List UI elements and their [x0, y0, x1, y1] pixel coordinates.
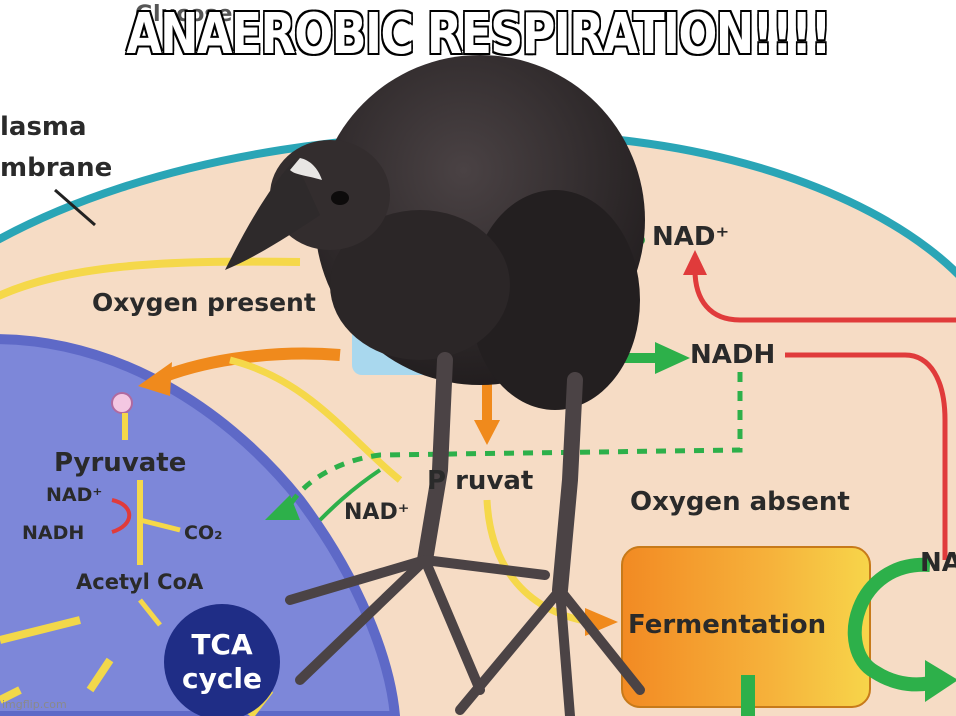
red-line-nadh	[785, 352, 948, 560]
mito-crista-4	[0, 686, 22, 704]
tca-label-line2: cycle	[181, 662, 263, 695]
orange-arrowhead-mito	[138, 362, 172, 396]
glucose-label: Glucose	[135, 2, 233, 27]
nadh-right-label: NADH	[690, 340, 776, 370]
yellow-arrow-co2	[139, 517, 181, 533]
red-curve-mito	[111, 498, 132, 534]
tca-circle	[164, 604, 280, 716]
membrane-pointer	[54, 188, 96, 227]
pyruvate-mito-label: Pyruvate	[54, 448, 187, 478]
pyruvate-transporter	[111, 392, 133, 414]
plasma-membrane-label-line2: mbrane	[0, 153, 113, 183]
orange-arrow-mito	[157, 347, 341, 384]
watermark: imgflip.com	[2, 698, 67, 711]
mitochondrion	[0, 334, 401, 716]
pyruvate-cytosol-label: P ruvat	[427, 466, 534, 496]
nad-plus-top-label: NAD⁺	[652, 222, 730, 252]
mito-crista-2	[86, 657, 114, 693]
bird-photo-icon	[225, 55, 645, 716]
oxygen-present-label: Oxygen present	[92, 288, 316, 317]
green-c-arrow	[847, 557, 943, 692]
nadh-mito-label: NADH	[22, 522, 85, 544]
red-arrowhead-nad	[683, 250, 707, 275]
green-arrow-nad-center	[318, 468, 382, 522]
green-arrowhead-dashed	[265, 495, 300, 520]
tca-label-line1: TCA	[191, 628, 253, 661]
green-dashed-line	[287, 372, 743, 507]
oxygen-absent-label: Oxygen absent	[630, 487, 850, 517]
yellow-arrow-mid	[229, 356, 403, 483]
nad-plus-mito-label: NAD⁺	[46, 484, 103, 506]
nad-plus-center-label: NAD⁺	[344, 500, 410, 525]
orange-arrowhead-down	[474, 420, 500, 445]
plasma-membrane-label-line1: lasma	[0, 112, 87, 142]
co2-label: CO₂	[184, 522, 223, 544]
mito-crista-1	[0, 616, 81, 644]
meme-caption: ANAEROBIC RESPIRATION!!!!	[125, 1, 833, 69]
yellow-arrow-tca	[138, 598, 162, 627]
red-line-nad	[692, 269, 956, 323]
green-arrowhead-nadh	[655, 342, 690, 374]
na-cut-label: NA	[920, 548, 956, 578]
glucose-arrow	[0, 257, 301, 300]
acetyl-coa-label: Acetyl CoA	[76, 570, 204, 594]
green-arrowhead-c	[925, 660, 956, 702]
fermentation-label: Fermentation	[628, 610, 827, 640]
